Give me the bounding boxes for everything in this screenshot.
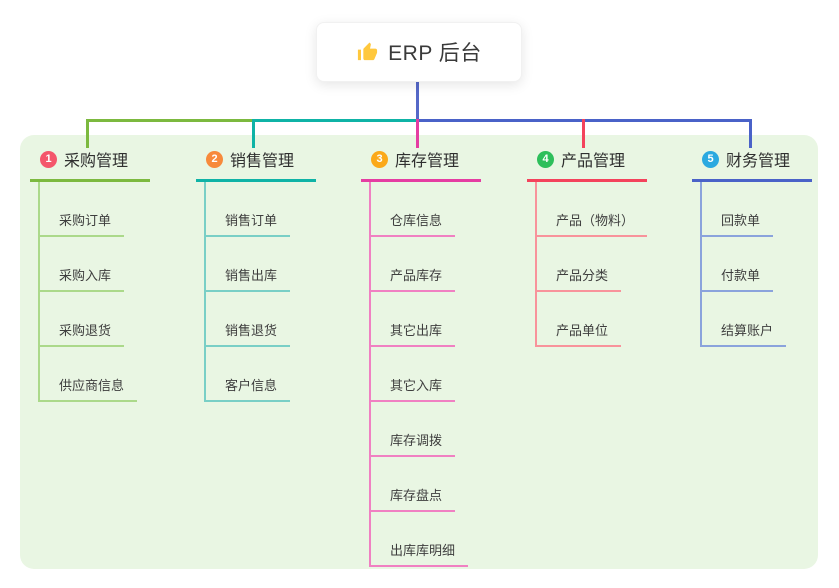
branches-panel bbox=[20, 135, 818, 569]
root-title: ERP 后台 bbox=[388, 42, 482, 65]
node-settlement-account[interactable]: 结算账户 bbox=[702, 292, 812, 347]
branch-inventory: 3 库存管理 仓库信息 产品库存 其它出库 其它入库 库存调拨 库存盘点 出库库… bbox=[361, 147, 481, 567]
branch-finance-badge: 5 bbox=[702, 150, 719, 168]
branch-sales: 2 销售管理 销售订单 销售出库 销售退货 客户信息 bbox=[196, 147, 316, 402]
bus-line-green bbox=[86, 119, 253, 122]
drop-line-finance bbox=[749, 119, 752, 148]
branch-purchase-badge: 1 bbox=[40, 150, 57, 168]
node-outbound-detail[interactable]: 出库库明细 bbox=[371, 512, 481, 567]
branch-product-children: 产品（物料） 产品分类 产品单位 bbox=[535, 182, 648, 347]
node-purchase-inbound[interactable]: 采购入库 bbox=[40, 237, 150, 292]
node-sales-order[interactable]: 销售订单 bbox=[206, 182, 316, 237]
branch-purchase: 1 采购管理 采购订单 采购入库 采购退货 供应商信息 bbox=[30, 147, 150, 402]
branch-inventory-title: 库存管理 bbox=[395, 153, 460, 170]
bus-line-teal bbox=[253, 119, 418, 122]
branch-sales-header[interactable]: 2 销售管理 bbox=[196, 147, 316, 182]
node-product-unit[interactable]: 产品单位 bbox=[537, 292, 647, 347]
node-purchase-return[interactable]: 采购退货 bbox=[40, 292, 150, 347]
node-other-inbound[interactable]: 其它入库 bbox=[371, 347, 481, 402]
node-product-material[interactable]: 产品（物料） bbox=[537, 182, 648, 237]
node-sales-return[interactable]: 销售退货 bbox=[206, 292, 316, 347]
branch-product-badge: 4 bbox=[537, 150, 554, 168]
branch-product-title: 产品管理 bbox=[561, 153, 626, 170]
node-other-outbound[interactable]: 其它出库 bbox=[371, 292, 481, 347]
node-stock-count[interactable]: 库存盘点 bbox=[371, 457, 481, 512]
root-connector-line bbox=[416, 82, 419, 119]
branch-finance-title: 财务管理 bbox=[726, 153, 791, 170]
node-receipt-order[interactable]: 回款单 bbox=[702, 182, 812, 237]
bus-line-blue bbox=[418, 119, 752, 122]
node-payment-order[interactable]: 付款单 bbox=[702, 237, 812, 292]
drop-line-inventory bbox=[416, 119, 419, 148]
branch-purchase-children: 采购订单 采购入库 采购退货 供应商信息 bbox=[38, 182, 150, 402]
branch-inventory-children: 仓库信息 产品库存 其它出库 其它入库 库存调拨 库存盘点 出库库明细 bbox=[369, 182, 481, 567]
node-supplier-info[interactable]: 供应商信息 bbox=[40, 347, 150, 402]
branch-purchase-title: 采购管理 bbox=[64, 153, 129, 170]
drop-line-product bbox=[582, 119, 585, 148]
branch-sales-title: 销售管理 bbox=[230, 153, 295, 170]
node-product-stock[interactable]: 产品库存 bbox=[371, 237, 481, 292]
branch-inventory-badge: 3 bbox=[371, 150, 388, 168]
thumbs-up-icon bbox=[356, 41, 379, 64]
branch-inventory-header[interactable]: 3 库存管理 bbox=[361, 147, 481, 182]
drop-line-purchase bbox=[86, 119, 89, 148]
node-purchase-order[interactable]: 采购订单 bbox=[40, 182, 150, 237]
branch-product: 4 产品管理 产品（物料） 产品分类 产品单位 bbox=[527, 147, 648, 347]
node-stock-transfer[interactable]: 库存调拨 bbox=[371, 402, 481, 457]
branch-finance: 5 财务管理 回款单 付款单 结算账户 bbox=[692, 147, 812, 347]
branch-purchase-header[interactable]: 1 采购管理 bbox=[30, 147, 150, 182]
node-product-category[interactable]: 产品分类 bbox=[537, 237, 647, 292]
branch-sales-badge: 2 bbox=[206, 150, 223, 168]
node-customer-info[interactable]: 客户信息 bbox=[206, 347, 316, 402]
drop-line-sales bbox=[252, 119, 255, 148]
root-node-erp[interactable]: ERP 后台 bbox=[316, 22, 522, 82]
branch-product-header[interactable]: 4 产品管理 bbox=[527, 147, 647, 182]
branch-finance-children: 回款单 付款单 结算账户 bbox=[700, 182, 812, 347]
node-sales-outbound[interactable]: 销售出库 bbox=[206, 237, 316, 292]
branch-sales-children: 销售订单 销售出库 销售退货 客户信息 bbox=[204, 182, 316, 402]
node-warehouse-info[interactable]: 仓库信息 bbox=[371, 182, 481, 237]
branch-finance-header[interactable]: 5 财务管理 bbox=[692, 147, 812, 182]
